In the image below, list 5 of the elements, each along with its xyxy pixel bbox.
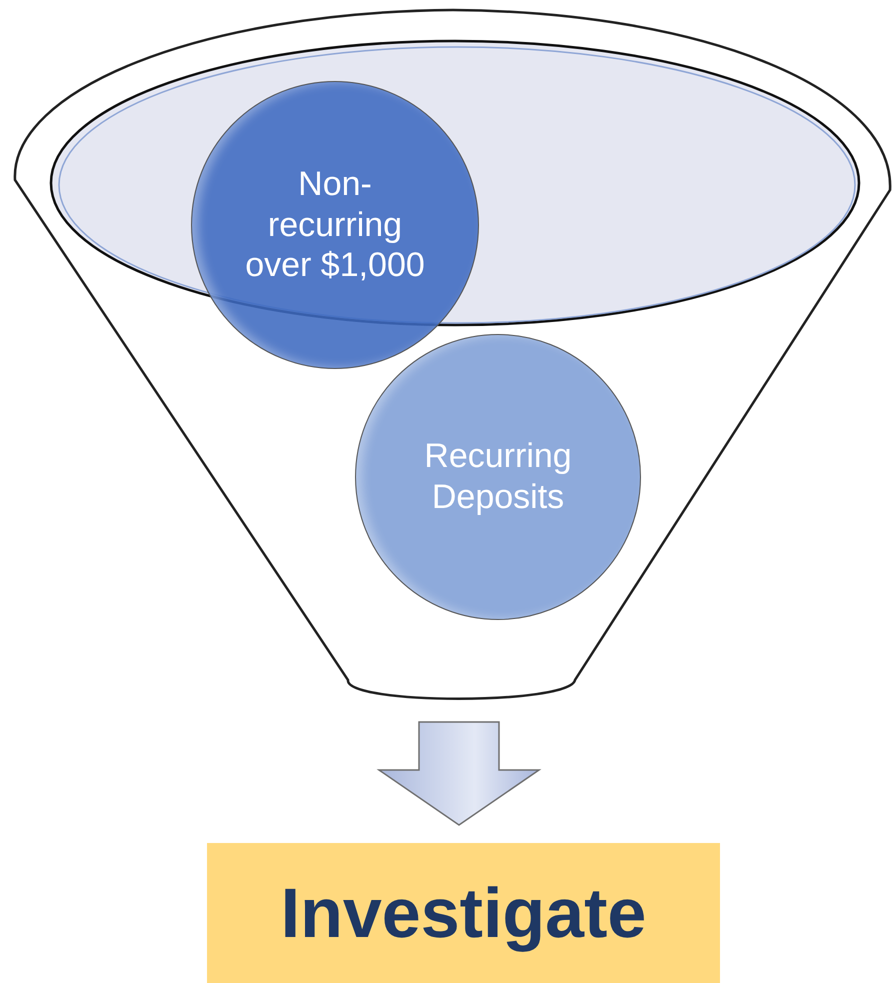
action-label: Investigate [280, 873, 646, 953]
action-box [207, 843, 720, 983]
circle-label: Recurring Deposits [423, 436, 573, 518]
block-arrow [376, 721, 542, 826]
circle-label: Non-recurring over $1,000 [244, 164, 426, 286]
